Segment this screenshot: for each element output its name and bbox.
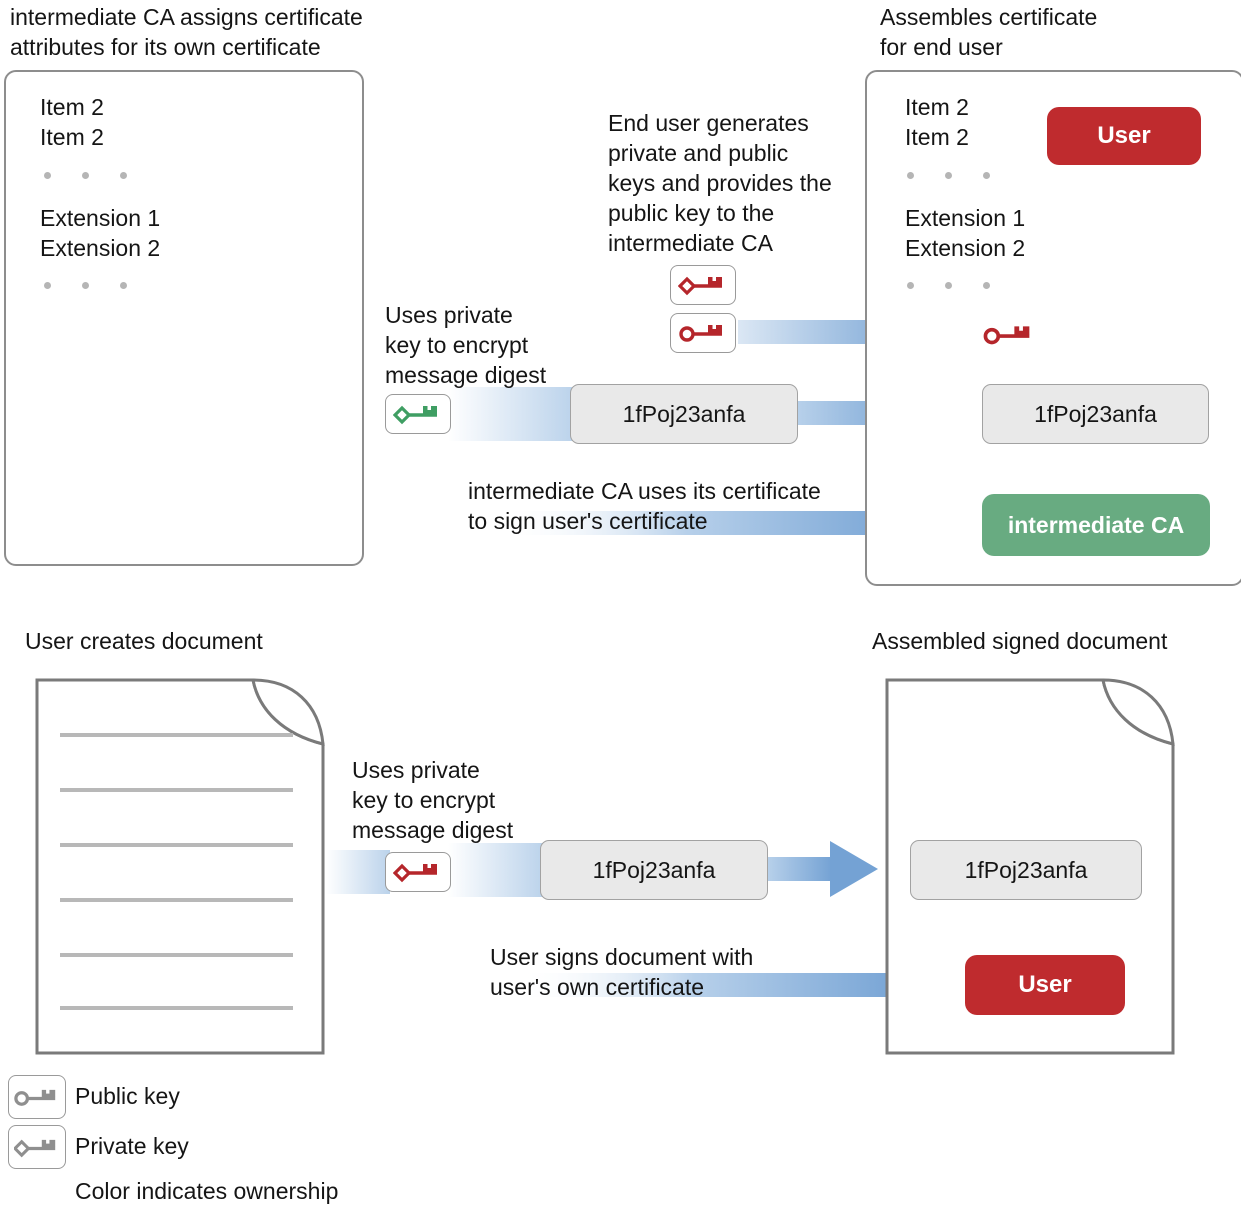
public-key-icon [983,324,1032,345]
legend-public-key-label: Public key [75,1083,180,1109]
private-key-icon [393,862,439,882]
cert-item: Item 2 [40,124,104,150]
top-left-title: intermediate CA assigns certificate attr… [10,4,363,60]
bottom-right-title: Assembled signed document [872,628,1168,654]
ellipsis-dots [907,282,990,289]
end-user-keys-note: End user generates private and public ke… [608,110,832,256]
ellipsis-dots [907,172,990,179]
cert-extension: Extension 2 [40,235,161,261]
digest-token: 1fPoj23anfa [910,840,1142,900]
cert-extension: Extension 1 [905,205,1026,231]
bottom-left-title: User creates document [25,628,263,654]
public-key-icon-frame [8,1075,66,1119]
encrypt-note-bottom: Uses private key to encrypt message dige… [352,757,514,843]
digest-token: 1fPoj23anfa [540,840,768,900]
intermediate-ca-badge: intermediate CA [982,494,1210,556]
assembled-certificate-box: Item 2 Item 2 User Extension 1 Extension… [865,70,1241,586]
document-text-lines [60,733,293,1010]
digest-token: 1fPoj23anfa [982,384,1209,444]
user-badge: User [1047,107,1201,165]
digest-token: 1fPoj23anfa [570,384,798,444]
private-key-icon [393,404,439,424]
top-right-title: Assembles certificate for end user [880,4,1098,60]
cert-item: Item 2 [905,124,969,150]
cert-item: Item 2 [905,94,969,120]
cert-extension: Extension 2 [905,235,1026,261]
sign-document-note: User signs document with user's own cert… [490,944,754,1000]
public-key-icon-frame [670,313,736,353]
private-key-icon-frame [385,852,451,892]
gradient-trail [448,387,574,441]
intermediate-ca-certificate-box: Item 2 Item 2 Extension 1 Extension 2 [4,70,364,566]
private-key-icon [678,275,724,295]
cert-item: Item 2 [40,94,104,120]
private-key-icon-frame [385,394,451,434]
cert-extension: Extension 1 [40,205,161,231]
legend-ownership-note: Color indicates ownership [75,1178,339,1204]
private-key-icon [14,1137,57,1157]
private-key-icon-frame [670,265,736,305]
gradient-trail [326,850,390,894]
gradient-trail [448,843,544,897]
public-key-icon [679,323,724,342]
ellipsis-dots [44,172,127,179]
ellipsis-dots [44,282,127,289]
user-badge: User [965,955,1125,1015]
public-key-icon [14,1087,57,1106]
sign-certificate-note: intermediate CA uses its certificate to … [468,478,821,534]
arrow-digest-to-document [768,841,878,897]
private-key-icon-frame [8,1125,66,1169]
legend-private-key-label: Private key [75,1133,189,1159]
encrypt-note-top: Uses private key to encrypt message dige… [385,302,547,388]
user-document [35,678,325,1055]
